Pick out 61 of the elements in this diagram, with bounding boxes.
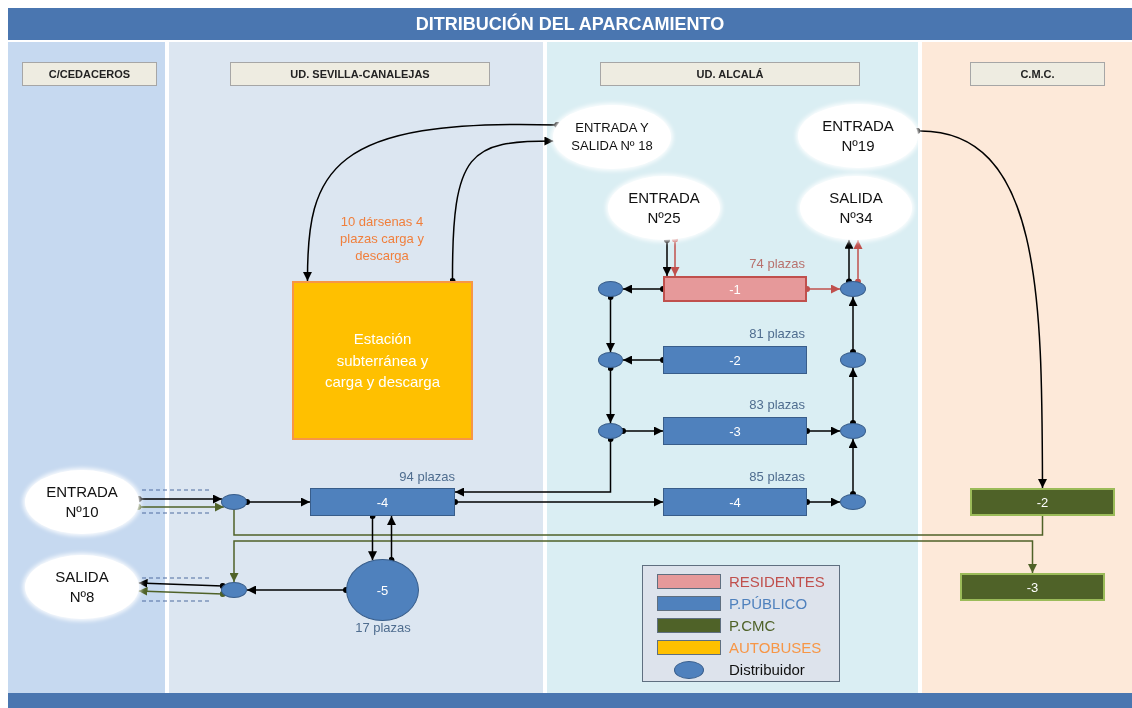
parking-level-bar [310, 488, 455, 516]
arrow [137, 578, 226, 589]
arrow [914, 128, 1047, 489]
arrow [449, 136, 555, 284]
column-header [970, 62, 1105, 86]
node-caption: 17 plazas [354, 620, 412, 637]
arrow [244, 497, 311, 507]
legend-text: P.PÚBLICO [729, 595, 808, 612]
node-label: -5 [376, 582, 389, 598]
parking-level-bar [960, 573, 1105, 601]
arrow [387, 515, 396, 563]
arrow [137, 586, 226, 597]
node-label: -4 [376, 494, 389, 510]
arrow [620, 426, 664, 436]
node-label: ENTRADA Nº19 [821, 115, 895, 156]
parking-level-bar [663, 417, 807, 445]
parking-level-bar [663, 488, 807, 516]
arrow [853, 239, 863, 285]
node-label: ENTRADA Y SALIDA Nº 18 [570, 119, 654, 155]
node-label: -3 [729, 423, 741, 439]
node-label: SALIDA Nº8 [54, 566, 110, 607]
arrow [606, 294, 615, 353]
parking-level-bar [663, 346, 807, 374]
node-label: -4 [729, 494, 741, 510]
node-label: UD. SEVILLA-CANALEJAS [290, 68, 430, 80]
arrow [606, 365, 615, 424]
arrow [848, 438, 858, 497]
node-label: ENTRADA Nº10 [45, 481, 119, 522]
parking-level-bar [970, 488, 1115, 516]
node-label: SALIDA Nº34 [828, 187, 884, 228]
legend-text: AUTOBUSES [729, 639, 822, 656]
node-label: C.M.C. [1020, 68, 1055, 80]
node-label: -2 [729, 352, 741, 368]
node-caption: 85 plazas [748, 469, 805, 486]
node-label: -1 [729, 281, 741, 297]
column-header [22, 62, 157, 86]
node-caption: 94 plazas [398, 469, 455, 486]
node-label: Estación subterránea y carga y descarga [323, 328, 442, 393]
parking-level-bar [663, 276, 807, 302]
arrow [848, 296, 858, 355]
title: DITRIBUCIÓN DEL APARCAMIENTO [415, 13, 725, 35]
node-label: -3 [1026, 579, 1039, 595]
arrow [135, 502, 225, 512]
node-label: UD. ALCALÁ [696, 68, 764, 80]
legend-text: RESIDENTES [729, 573, 825, 590]
arrow [303, 122, 561, 282]
column-header [230, 62, 490, 86]
arrow [454, 436, 614, 497]
column-header [600, 62, 860, 86]
legend-text: P.CMC [729, 617, 776, 634]
arrow [229, 540, 1037, 583]
node-label: ENTRADA Nº25 [627, 187, 701, 228]
bus-station-box [292, 281, 473, 440]
node-caption: 10 dársenas 4 plazas carga y descarga [339, 214, 425, 265]
node-label: C/CEDACEROS [48, 68, 131, 80]
node-caption: 81 plazas [748, 326, 805, 343]
node-caption: 74 plazas [748, 256, 805, 273]
node-label: -2 [1036, 494, 1049, 510]
arrow [848, 367, 858, 426]
legend-text: Distribuidor [729, 661, 805, 678]
node-caption: 83 plazas [748, 397, 805, 414]
